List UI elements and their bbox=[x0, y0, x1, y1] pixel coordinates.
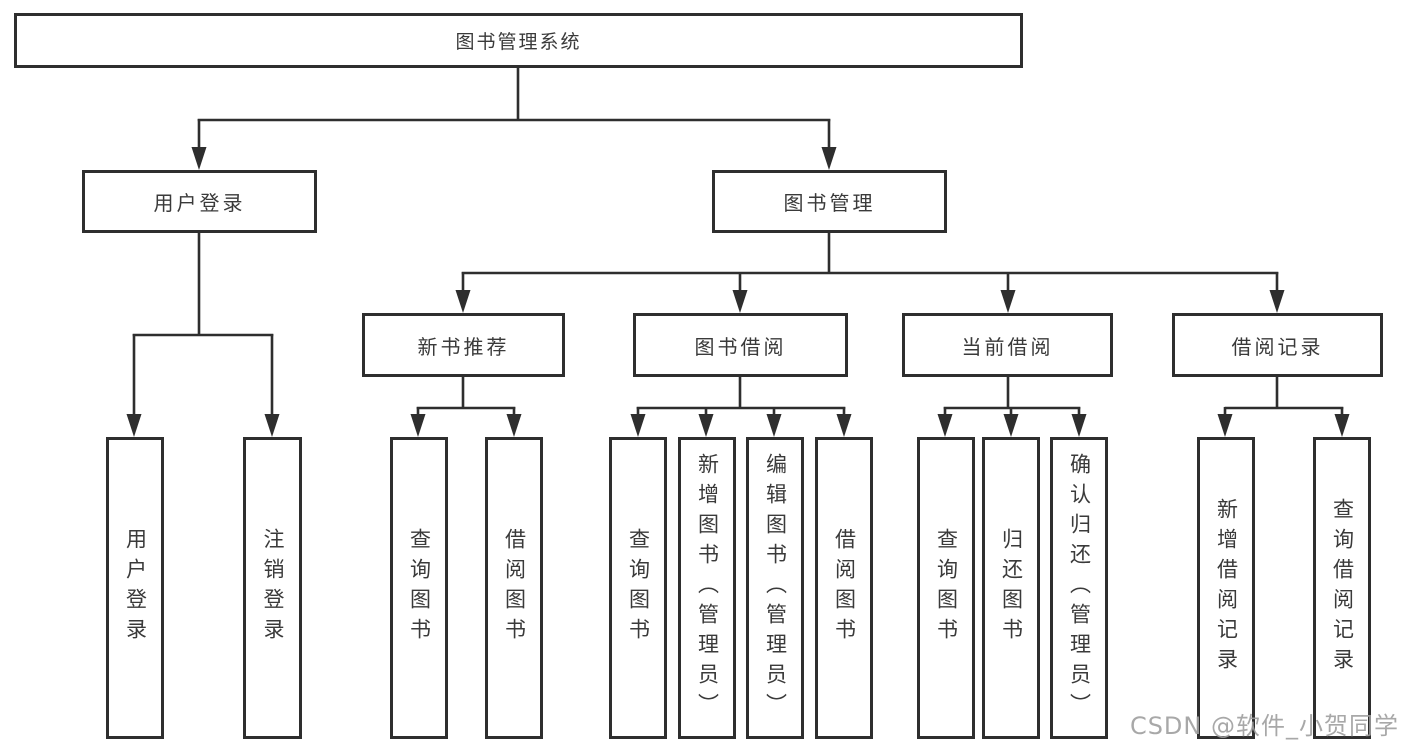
node-user-login: 用户登录 bbox=[82, 170, 317, 233]
node-leaf-query-books-1-label: 查询图书 bbox=[407, 528, 432, 648]
node-current-borrowing-label: 当前借阅 bbox=[961, 334, 1054, 359]
node-borrowing-records-label: 借阅记录 bbox=[1231, 334, 1324, 359]
node-leaf-user-login: 用户登录 bbox=[106, 437, 164, 739]
node-leaf-query-books-2-label: 查询图书 bbox=[626, 528, 651, 648]
node-leaf-add-books-admin: 新增图书（管理员） bbox=[678, 437, 736, 739]
node-leaf-return-books: 归还图书 bbox=[982, 437, 1040, 739]
node-library-system-label: 图书管理系统 bbox=[455, 31, 582, 53]
node-current-borrowing: 当前借阅 bbox=[902, 313, 1113, 377]
node-leaf-query-books-3: 查询图书 bbox=[917, 437, 975, 739]
node-leaf-borrow-books-1-label: 借阅图书 bbox=[502, 528, 527, 648]
node-user-login-label: 用户登录 bbox=[153, 191, 246, 215]
node-library-system: 图书管理系统 bbox=[14, 13, 1023, 68]
node-leaf-user-login-label: 用户登录 bbox=[123, 528, 148, 648]
node-new-book-recommend: 新书推荐 bbox=[362, 313, 565, 377]
node-leaf-borrow-books-1: 借阅图书 bbox=[485, 437, 543, 739]
node-leaf-borrow-books-2: 借阅图书 bbox=[815, 437, 873, 739]
node-leaf-add-borrow-record-label: 新增借阅记录 bbox=[1214, 498, 1239, 678]
node-leaf-logout-label: 注销登录 bbox=[261, 528, 285, 648]
node-leaf-logout: 注销登录 bbox=[243, 437, 302, 739]
node-leaf-add-books-admin-label: 新增图书（管理员） bbox=[695, 453, 720, 723]
node-borrowing-records: 借阅记录 bbox=[1172, 313, 1383, 377]
node-leaf-query-books-3-label: 查询图书 bbox=[934, 528, 959, 648]
node-leaf-return-books-label: 归还图书 bbox=[999, 528, 1024, 648]
node-leaf-query-books-2: 查询图书 bbox=[609, 437, 667, 739]
node-book-borrowing-label: 图书借阅 bbox=[694, 334, 787, 359]
node-book-borrowing: 图书借阅 bbox=[633, 313, 848, 377]
node-leaf-confirm-return-admin-label: 确认归还（管理员） bbox=[1067, 453, 1092, 723]
node-leaf-add-borrow-record: 新增借阅记录 bbox=[1197, 437, 1255, 739]
node-leaf-query-borrow-record: 查询借阅记录 bbox=[1313, 437, 1371, 739]
node-leaf-edit-books-admin: 编辑图书（管理员） bbox=[746, 437, 804, 739]
node-leaf-borrow-books-2-label: 借阅图书 bbox=[832, 528, 857, 648]
csdn-watermark: CSDN @软件_小贺同学 bbox=[1129, 712, 1399, 740]
node-new-book-recommend-label: 新书推荐 bbox=[417, 334, 510, 359]
node-leaf-edit-books-admin-label: 编辑图书（管理员） bbox=[763, 453, 788, 723]
node-leaf-confirm-return-admin: 确认归还（管理员） bbox=[1050, 437, 1108, 739]
node-leaf-query-borrow-record-label: 查询借阅记录 bbox=[1330, 498, 1355, 678]
node-leaf-query-books-1: 查询图书 bbox=[390, 437, 448, 739]
node-book-management-label: 图书管理 bbox=[783, 191, 876, 215]
node-book-management: 图书管理 bbox=[712, 170, 947, 233]
